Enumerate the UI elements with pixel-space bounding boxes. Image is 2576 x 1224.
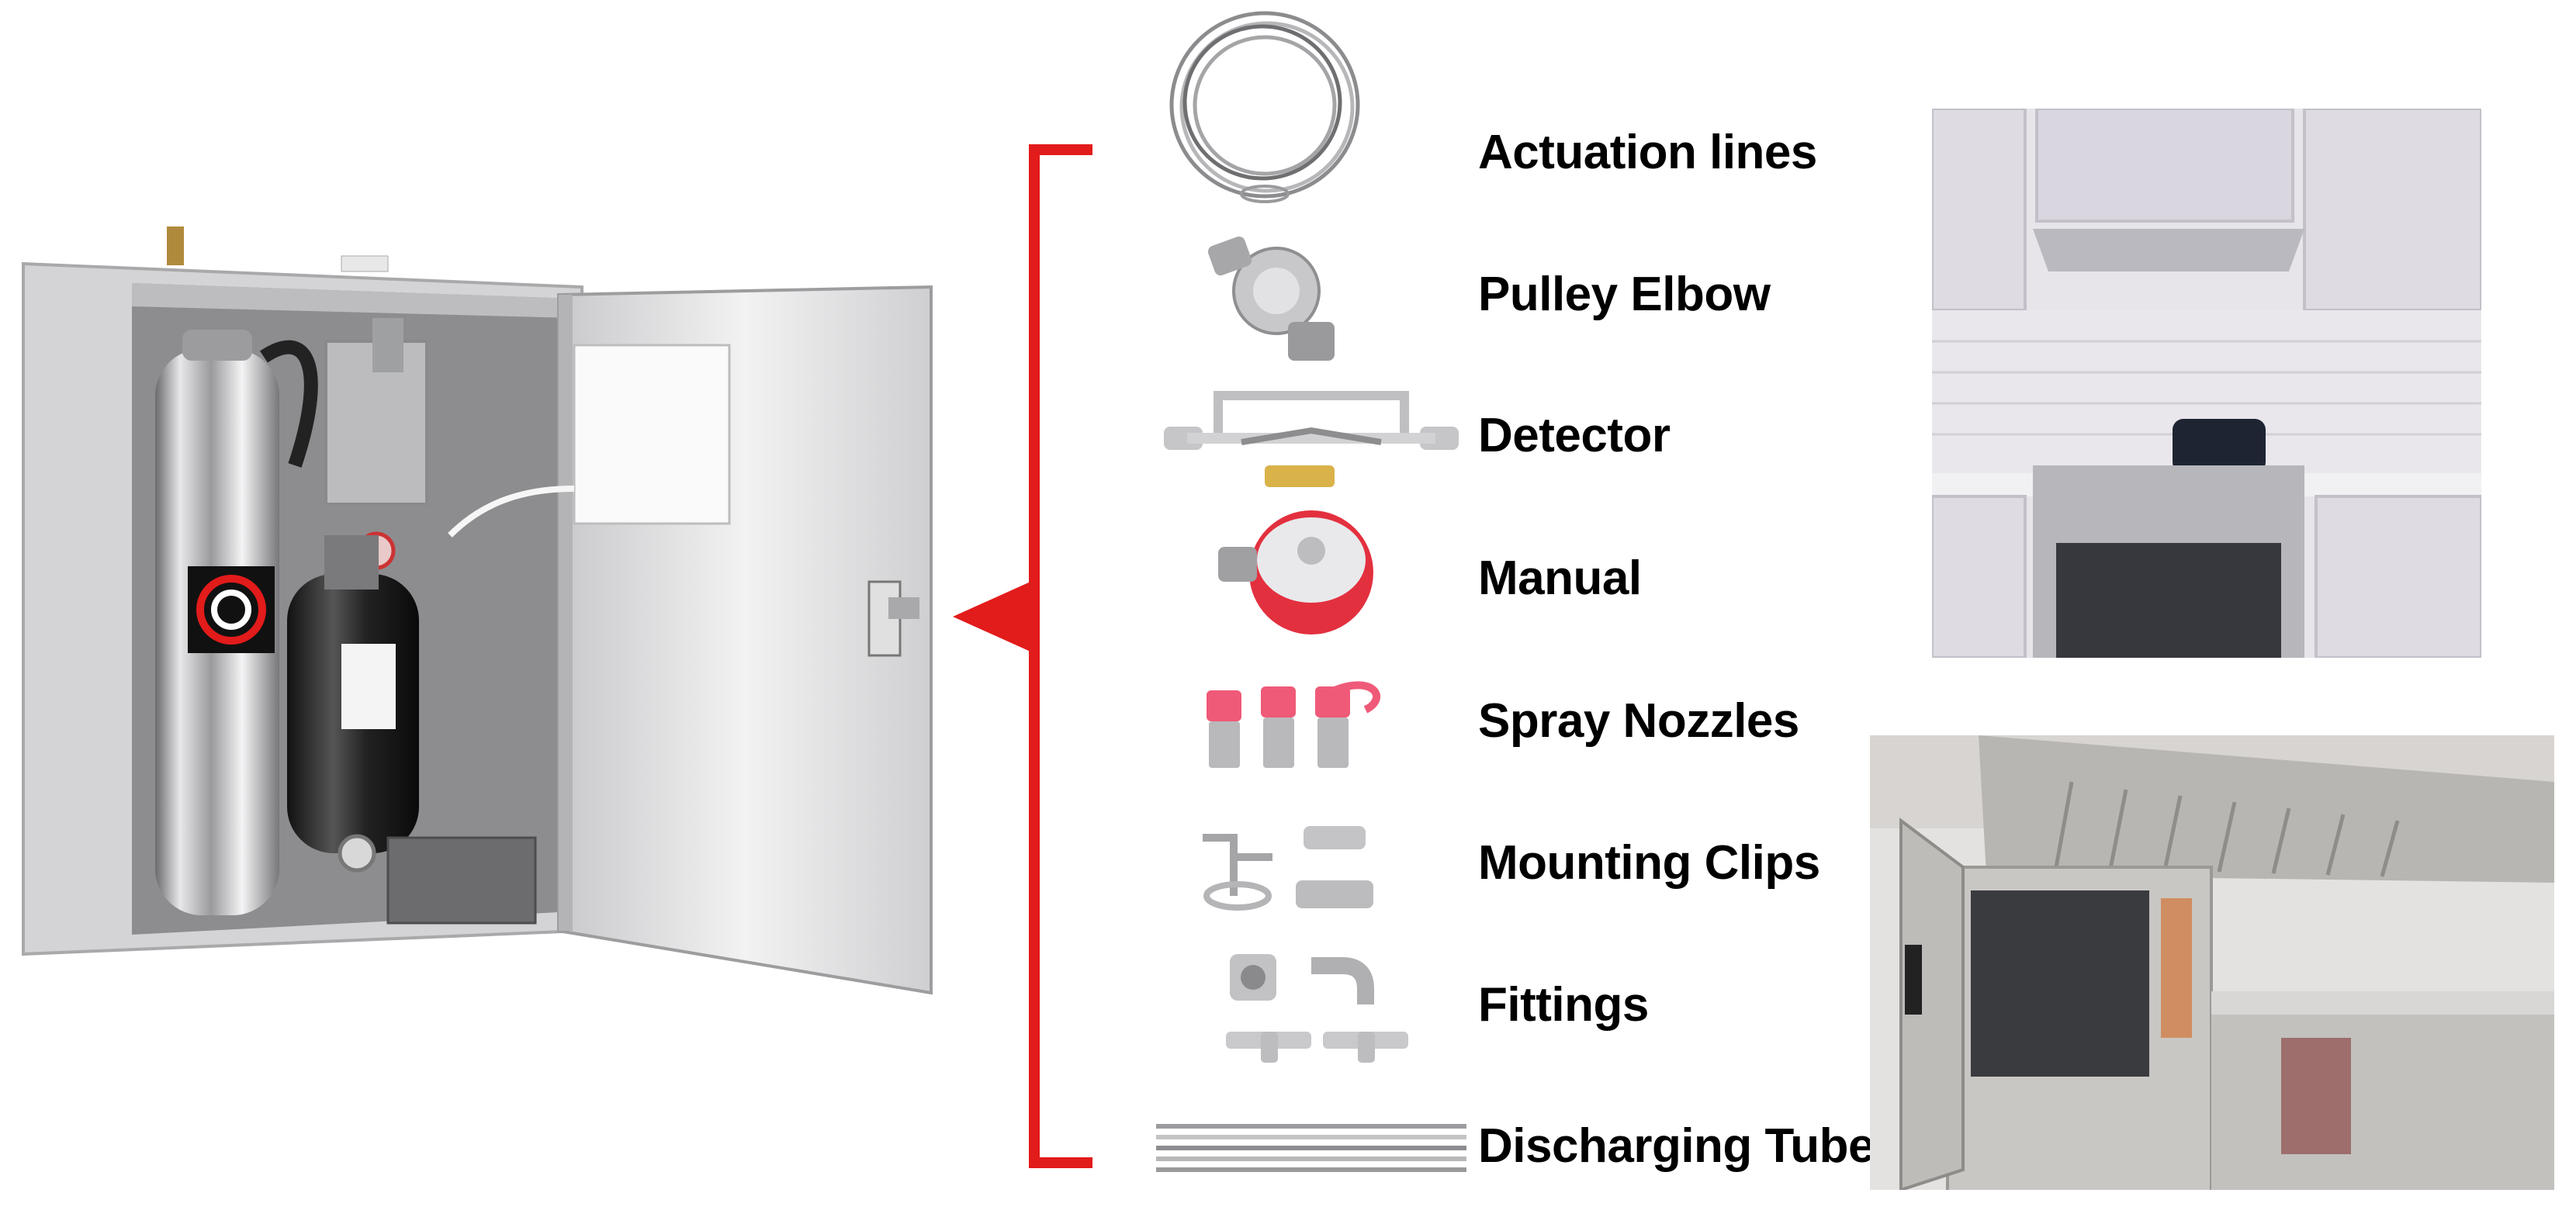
fusible-link-detector-icon xyxy=(1156,372,1466,504)
component-label-detector: Detector xyxy=(1478,409,1671,462)
home-kitchen-photo xyxy=(1932,109,2481,658)
mounting-clip-icon xyxy=(1156,811,1466,942)
commercial-kitchen-photo xyxy=(1870,735,2554,1190)
component-label-manual: Manual xyxy=(1478,551,1642,605)
component-label-spray-nozzles: Spray Nozzles xyxy=(1478,694,1799,748)
component-label-fittings: Fittings xyxy=(1478,978,1649,1032)
component-label-pulley-elbow: Pulley Elbow xyxy=(1478,268,1771,321)
component-label-actuation-lines: Actuation lines xyxy=(1478,126,1817,179)
pipe-fitting-icon xyxy=(1156,939,1466,1070)
manual-pull-station-icon xyxy=(1156,504,1466,636)
bracket-arrow-icon xyxy=(953,582,1030,652)
bracket-line xyxy=(1029,144,1040,1168)
suppression-cabinet-image xyxy=(16,209,939,1001)
coiled-wire-icon xyxy=(1156,8,1466,209)
bracket-bottom-tick xyxy=(1029,1157,1092,1168)
component-label-mounting-clips: Mounting Clips xyxy=(1478,836,1820,890)
pulley-elbow-icon xyxy=(1156,233,1466,365)
component-label-discharging-tube: Discharging Tube xyxy=(1478,1119,1875,1173)
spray-nozzle-icon xyxy=(1156,675,1466,807)
bracket-top-tick xyxy=(1029,144,1092,155)
steel-tube-icon xyxy=(1156,1111,1466,1188)
